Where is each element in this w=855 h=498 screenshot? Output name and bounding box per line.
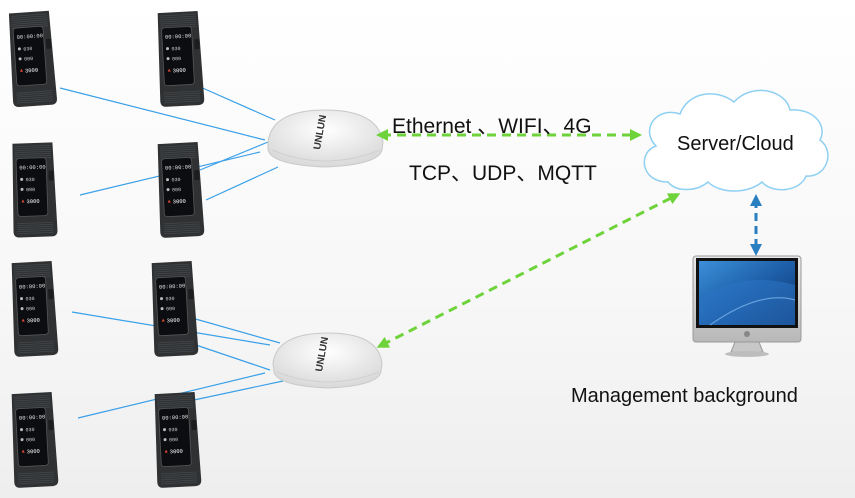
screen-steps: 3000 [170,448,184,456]
screen-time: 00:00:00 [165,163,192,171]
screen-time: 00:00:00 [19,164,46,172]
screen-time: 00:00:00 [165,32,192,40]
wristband-device: 00:00:00 030 000 3000 [154,392,202,488]
screen-row2: 030 [165,296,174,302]
screen-steps: 3000 [167,317,181,325]
screen-row2: 030 [171,177,180,183]
screen-time: 00:00:00 [162,413,189,421]
wristband-device: 00:00:00 030 000 3000 [157,142,205,238]
link-line [189,342,271,371]
screen-row3: 000 [24,56,33,63]
screen-steps: 3000 [26,198,39,205]
link-line [59,87,266,141]
screen-steps: 3000 [173,67,187,75]
link-line [193,380,284,401]
server-label: Server/Cloud [677,133,794,155]
screen-row3: 000 [172,56,181,62]
screen-steps: 3000 [25,67,39,75]
wristband-device: 00:00:00 030 000 3000 [11,392,59,488]
cloud-shape [643,89,829,192]
gateway-1: UNLUN [267,109,384,168]
screen-time: 00:00:00 [16,32,43,41]
screen-steps: 3000 [27,317,41,325]
wristband-device: 00:00:00 030 000 3000 [8,10,57,108]
device-links [59,85,284,419]
wristband-device: 00:00:00 030 000 3000 [12,142,58,238]
screen-row3: 000 [26,306,35,312]
protocol-label: TCP、UDP、MQTT [409,162,597,185]
screen-row3: 000 [26,437,35,443]
wristband-device: 00:00:00 030 000 3000 [11,261,59,357]
screen-row2: 030 [171,46,180,52]
screen-row3: 000 [169,437,178,443]
screen-row3: 000 [26,187,35,193]
screen-row3: 000 [166,306,175,312]
wristband-device: 00:00:00 030 000 3000 [157,11,205,107]
screen-row2: 030 [25,296,34,302]
link-line [199,141,269,171]
screen-steps: 3000 [27,448,41,456]
link-line [205,166,279,201]
screen-row2: 030 [168,427,177,433]
screen-time: 00:00:00 [19,413,46,421]
link-line [191,317,281,344]
management-label: Management background [571,385,798,407]
screen-steps: 3000 [173,198,187,206]
screen-row3: 000 [172,187,181,193]
wristband-device: 00:00:00 030 000 3000 [151,261,199,357]
screen-row2: 030 [23,46,32,53]
network-label: Ethernet 、WIFI、4G [392,115,592,138]
screen-row2: 030 [25,427,34,433]
screen-time: 00:00:00 [19,282,46,290]
network-arrow-bottom [376,193,681,348]
monitor-icon [692,255,802,357]
screen-row2: 030 [26,177,35,183]
gateway-2: UNLUN [272,332,383,389]
screen-time: 00:00:00 [159,282,186,290]
link-line [197,85,276,121]
